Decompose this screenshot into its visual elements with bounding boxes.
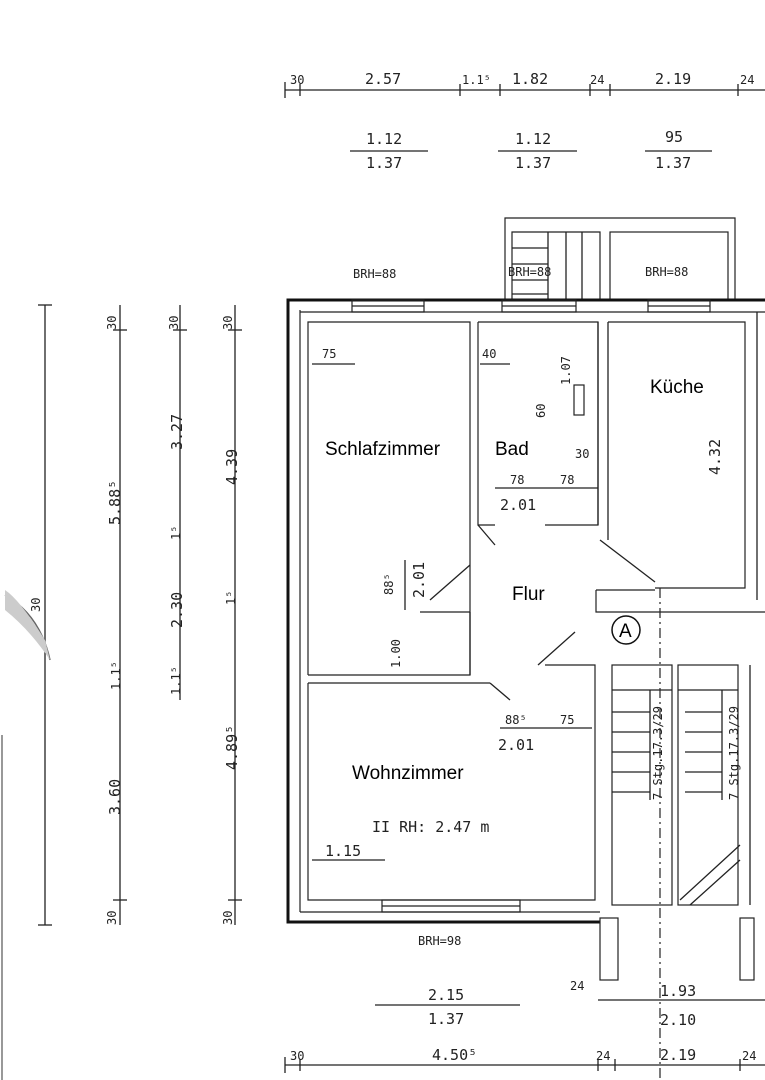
dim-flur-201: 2.01 bbox=[410, 562, 428, 598]
win2-width: 1.12 bbox=[515, 130, 551, 148]
dim-bad-h: 1.07 bbox=[559, 356, 573, 385]
dim-bottom-24b: 24 bbox=[742, 1049, 756, 1063]
dim-bottom-210: 2.10 bbox=[660, 1011, 696, 1029]
win3-height: 1.37 bbox=[655, 154, 691, 172]
outer-walls bbox=[286, 298, 765, 924]
dim-bad-30: 30 bbox=[575, 447, 589, 461]
left-dimension-columns: 30 5.88⁵ 30 1.1⁵ 3.60 30 30 3.27 1⁵ 2.30… bbox=[29, 304, 242, 926]
dim-wz-88: 88⁵ bbox=[505, 713, 527, 727]
section-marker-circle bbox=[611, 615, 641, 645]
section-marker-label: A bbox=[619, 621, 632, 642]
dim-c1-top: 30 bbox=[105, 316, 119, 330]
dim-flur-100: 1.00 bbox=[389, 639, 403, 668]
dim-wz-201: 2.01 bbox=[498, 736, 534, 754]
dim-top-24a: 24 bbox=[590, 73, 604, 87]
dim-c3-bot: 30 bbox=[221, 911, 235, 925]
dim-top-24b: 24 bbox=[740, 73, 754, 87]
dim-bad-door: 40 bbox=[482, 347, 496, 361]
dim-c1-588: 5.88⁵ bbox=[106, 480, 124, 525]
dim-bad-78b: 78 bbox=[560, 473, 574, 487]
doors bbox=[429, 524, 661, 1080]
dim-bottom-30: 30 bbox=[290, 1049, 304, 1063]
dim-c3-top: 30 bbox=[221, 316, 235, 330]
dim-bad-60: 60 bbox=[534, 404, 548, 418]
room-bad: Bad bbox=[495, 439, 529, 460]
dim-flur-88: 88⁵ bbox=[382, 573, 396, 595]
brh-bottom: BRH=98 bbox=[418, 934, 461, 948]
inner-dimensions: 75 40 1.07 60 30 78 78 2.01 4.32 88⁵ 2.0… bbox=[312, 347, 741, 861]
dim-c2-115: 1.1⁵ bbox=[169, 666, 183, 695]
room-kueche: Küche bbox=[650, 377, 704, 398]
dim-c1-115: 1.1⁵ bbox=[109, 661, 123, 690]
dim-bad-201: 2.01 bbox=[500, 496, 536, 514]
room-schlafzimmer: Schlafzimmer bbox=[325, 439, 441, 460]
win-bottom-height: 1.37 bbox=[428, 1010, 464, 1028]
win1-height: 1.37 bbox=[366, 154, 402, 172]
top-balcony bbox=[504, 217, 736, 301]
dim-c3-15: 1⁵ bbox=[224, 591, 238, 605]
dim-top-30: 30 bbox=[290, 73, 304, 87]
dim-bottom-219: 2.19 bbox=[660, 1046, 696, 1064]
dim-c3-439: 4.39 bbox=[223, 449, 241, 485]
stair-label-1: 7 Stg.17.3/29 bbox=[651, 706, 665, 800]
room-labels: Schlafzimmer Bad Küche Flur Wohnzimmer I… bbox=[325, 377, 704, 836]
dim-top-257: 2.57 bbox=[365, 70, 401, 88]
brh-label-1: BRH=88 bbox=[353, 267, 396, 281]
dim-c2-327: 3.27 bbox=[168, 414, 186, 450]
room-flur: Flur bbox=[512, 584, 545, 605]
dim-c1-bot: 30 bbox=[105, 911, 119, 925]
dim-c2-15: 1⁵ bbox=[169, 526, 183, 540]
dim-bottom-450: 4.50⁵ bbox=[432, 1046, 477, 1064]
inner-walls bbox=[307, 312, 765, 981]
dim-wz-75: 75 bbox=[560, 713, 574, 727]
room-height-label: II RH: 2.47 m bbox=[372, 818, 489, 836]
win-bottom-width: 2.15 bbox=[428, 986, 464, 1004]
brh-label-2: BRH=88 bbox=[508, 265, 551, 279]
win3-width: 95 bbox=[665, 128, 683, 146]
win1-width: 1.12 bbox=[366, 130, 402, 148]
brh-label-3: BRH=88 bbox=[645, 265, 688, 279]
dim-top-219: 2.19 bbox=[655, 70, 691, 88]
dim-c1-360: 3.60 bbox=[106, 779, 124, 815]
dim-bottom-193: 1.93 bbox=[660, 982, 696, 1000]
dim-c1-30: 30 bbox=[29, 598, 43, 612]
dim-c2-230: 2.30 bbox=[168, 592, 186, 628]
dim-sz-door: 75 bbox=[322, 347, 336, 361]
dim-bad-78a: 78 bbox=[510, 473, 524, 487]
bottom-dimensions: BRH=98 2.15 1.37 24 1.93 2.10 30 4.50⁵ 2… bbox=[284, 934, 765, 1073]
dim-bottom-24: 24 bbox=[570, 979, 584, 993]
stair-label-2: 7 Stg.17.3/29 bbox=[727, 706, 741, 800]
win2-height: 1.37 bbox=[515, 154, 551, 172]
dim-c3-489: 4.89⁵ bbox=[223, 725, 241, 770]
dim-top-182: 1.82 bbox=[512, 70, 548, 88]
room-wohnzimmer: Wohnzimmer bbox=[352, 763, 464, 784]
dim-wz-115: 1.15 bbox=[325, 842, 361, 860]
dim-bottom-24a: 24 bbox=[596, 1049, 610, 1063]
dim-top-115: 1.1⁵ bbox=[462, 73, 491, 87]
window-dimensions-top: 1.12 1.37 1.12 1.37 95 1.37 bbox=[350, 128, 712, 172]
top-dimension-row: 30 2.57 1.1⁵ 1.82 24 2.19 24 bbox=[284, 70, 765, 98]
dim-c2-top: 30 bbox=[167, 316, 181, 330]
left-edge-marks bbox=[1, 590, 51, 1080]
dim-kueche-h: 4.32 bbox=[706, 439, 724, 475]
